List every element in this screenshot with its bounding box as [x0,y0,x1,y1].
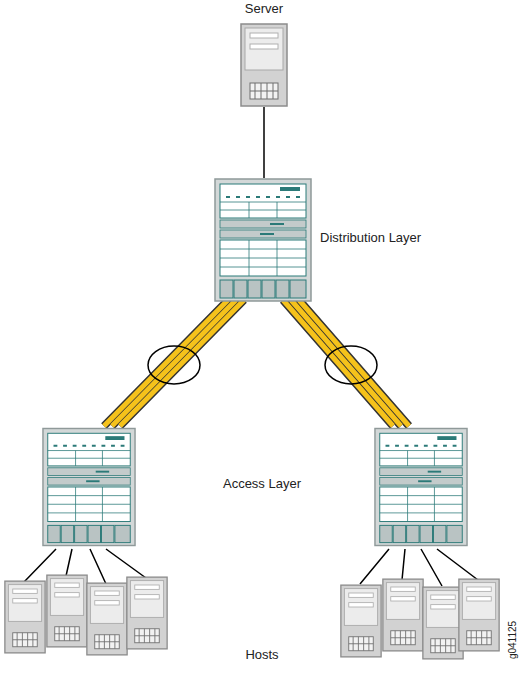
host-server [87,583,127,655]
host-server [383,579,423,651]
host-server [459,579,499,651]
access-switch [43,428,135,545]
host-server [341,585,381,657]
node-label: Distribution Layer [320,230,421,246]
switch-node: Distribution Layer [214,178,424,302]
host-server [423,587,463,659]
server-icon [240,23,288,107]
host-server [47,575,87,647]
lag-bundle [104,300,244,426]
group-label: Hosts [245,647,278,663]
distribution-switch [214,178,312,302]
figure-id: g041125 [505,621,521,659]
layer-label: Access Layer [223,476,301,492]
host-server [5,581,45,653]
access-switch [375,428,467,545]
server-node: Server [234,1,294,107]
node-label: Server [234,1,294,17]
host-server [127,577,167,649]
lag-bundle [283,300,409,426]
uplink-line [263,107,265,178]
